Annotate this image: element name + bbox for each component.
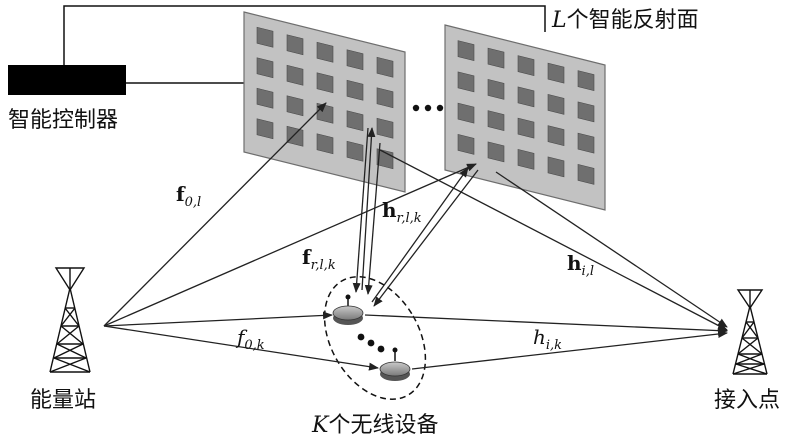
label-f0k: f0,k: [235, 325, 265, 353]
channel-arrows: [104, 103, 727, 369]
label-hil: hi,l: [567, 251, 594, 279]
arrow-device2-to-ap: [412, 333, 727, 369]
access-point-tower: [733, 290, 767, 374]
device-2: [380, 348, 410, 382]
label-hik: hi,k: [533, 325, 562, 353]
devices-group-ellipse: [304, 259, 446, 417]
label-f0l: f0,l: [176, 182, 201, 210]
label-hrlk: hr,l,k: [382, 198, 422, 226]
arrow-bs-to-surface1: [104, 103, 326, 326]
devices-label: K个无线设备: [311, 413, 438, 438]
energy-station-tower: [50, 268, 90, 372]
devices-ellipsis: [358, 334, 385, 353]
controller-label: 智能控制器: [8, 108, 118, 133]
arrow-surface2-to-device1: [374, 170, 478, 306]
access-point-label: 接入点: [714, 388, 780, 413]
surfaces-label: L个智能反射面: [551, 8, 699, 33]
device-1: [333, 295, 363, 326]
surface-1: [244, 12, 405, 192]
energy-station-label: 能量站: [30, 388, 96, 413]
surfaces-ellipsis: [413, 105, 443, 111]
controller-box: [8, 65, 126, 95]
arrow-surface2-to-ap: [496, 172, 727, 327]
label-frlk: fr,l,k: [302, 245, 336, 273]
arrow-bs-to-device1: [104, 315, 332, 326]
